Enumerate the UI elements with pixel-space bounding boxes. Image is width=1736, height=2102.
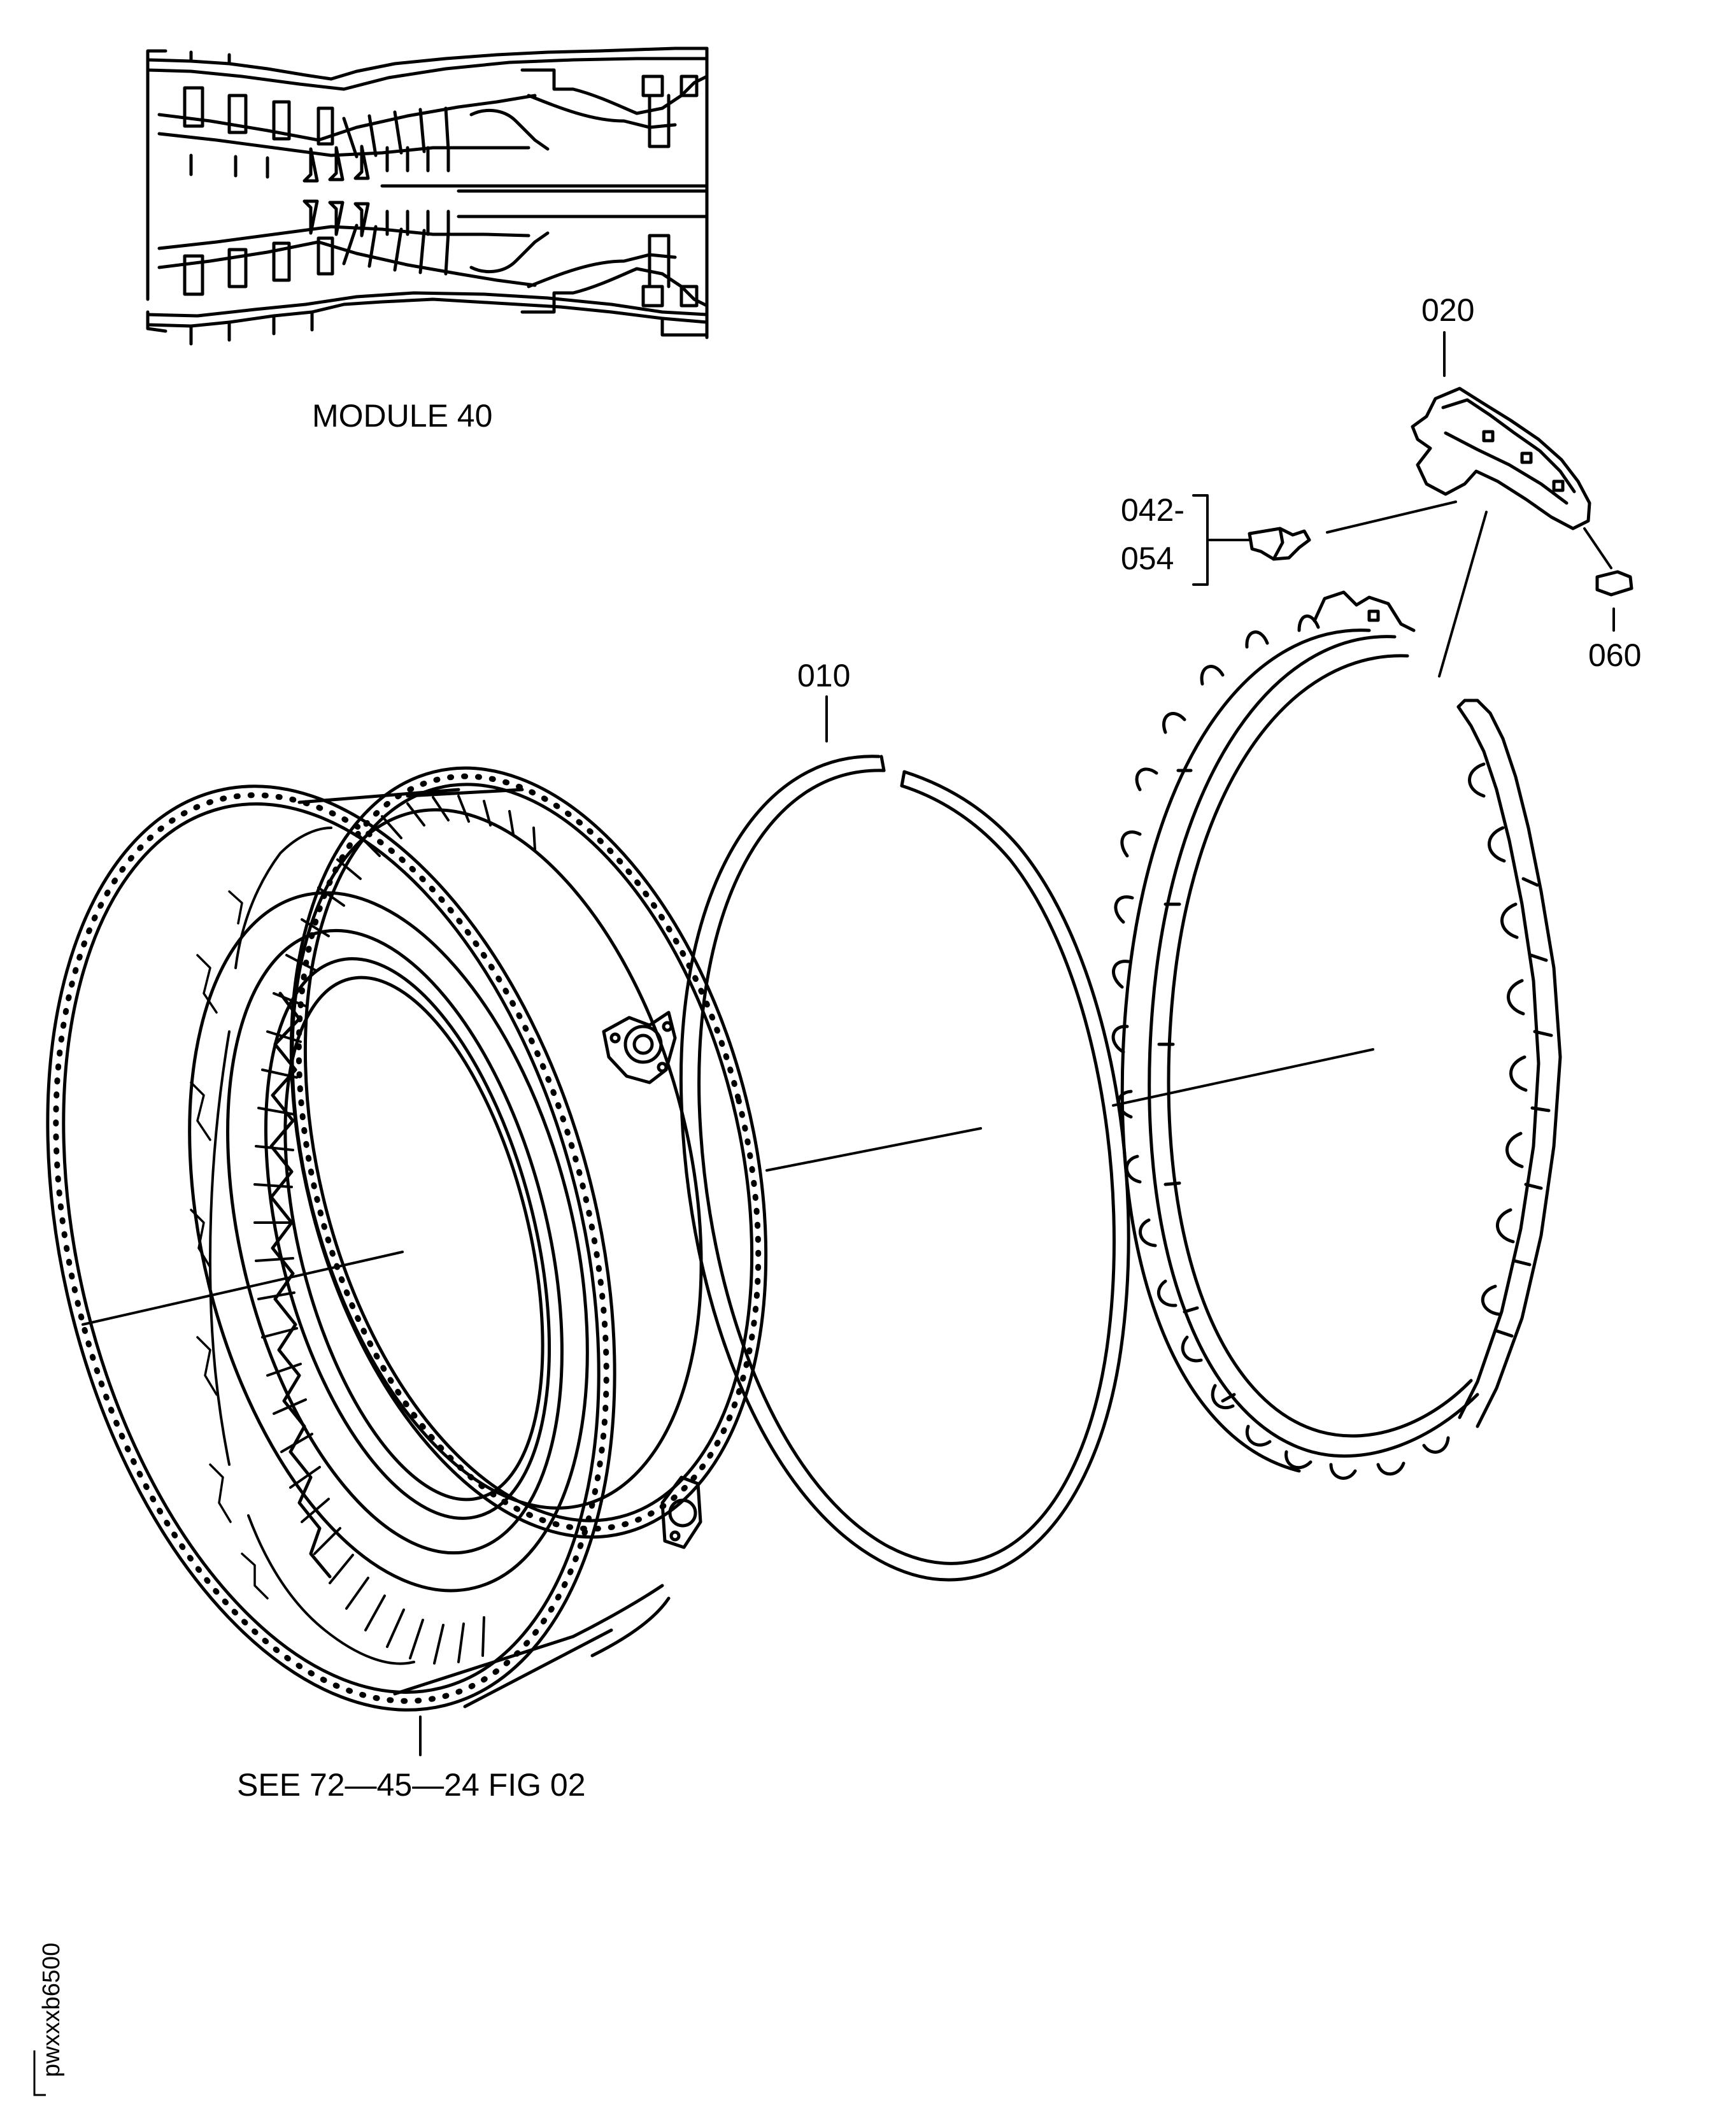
item-060-pad: [1595, 570, 1633, 597]
boss-lower: [660, 1475, 702, 1549]
leader-lines: [82, 331, 1615, 1756]
segmented-support-ring: [1111, 590, 1562, 1480]
boss-upper: [602, 1011, 677, 1084]
item-010-seal-ring: [679, 755, 1130, 1582]
see-reference-label: SEE 72—45—24 FIG 02: [237, 1767, 586, 1803]
module-title: MODULE 40: [312, 398, 493, 434]
item-042-054-pin: [1248, 527, 1311, 561]
drawing-id: pwxxxb6500: [38, 1942, 65, 2077]
callout-054: 054: [1121, 541, 1174, 576]
case-assembly: [46, 766, 768, 1712]
item-020-bracket: [1411, 387, 1591, 530]
callout-010: 010: [797, 658, 851, 693]
callout-060: 060: [1588, 637, 1642, 673]
callout-020: 020: [1421, 292, 1475, 328]
module-40-engine-section-inset: [146, 46, 709, 346]
callout-042: 042-: [1121, 492, 1185, 528]
